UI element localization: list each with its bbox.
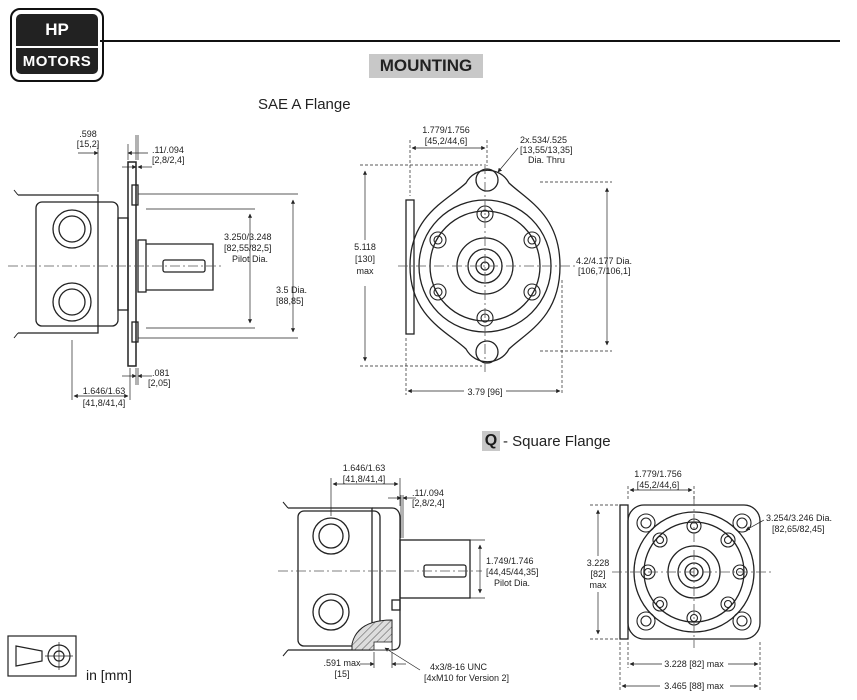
sae-dim-1646-mm: [41,8/41,4] bbox=[83, 398, 126, 408]
sae-dim-35-mm: [88,85] bbox=[276, 296, 304, 306]
sq-dim-3254: 3.254/3.246 Dia. bbox=[766, 513, 832, 523]
sq-dim-3465w: 3.465 [88] max bbox=[664, 681, 724, 691]
units-label: in [mm] bbox=[86, 667, 132, 683]
sae-dim-379: 3.79 [96] bbox=[467, 387, 502, 397]
square-flange-subtitle: - Square Flange bbox=[503, 433, 611, 450]
sq-dim-3228w: 3.228 [82] max bbox=[664, 659, 724, 669]
sq-dim-1646-mm: [41,8/41,4] bbox=[343, 474, 386, 484]
sae-dim-pilot-mm: [82,55/82,5] bbox=[224, 243, 272, 253]
sq-dim-591: .591 max bbox=[323, 658, 361, 668]
sae-dim-5118-max: max bbox=[356, 266, 374, 276]
square-flange-letter: Q bbox=[482, 431, 500, 451]
sae-dim-081: .081 bbox=[152, 368, 170, 378]
sq-dim-3228h: 3.228 bbox=[587, 558, 610, 568]
sq-dim-3228h-mm: [82] bbox=[590, 569, 605, 579]
sae-dim-pilot: 3.250/3.248 bbox=[224, 232, 272, 242]
sq-dim-pilot: 1.749/1.746 bbox=[486, 556, 534, 566]
sae-dim-011-mm: [2,8/2,4] bbox=[152, 155, 185, 165]
sae-dim-081-mm: [2,05] bbox=[148, 378, 171, 388]
sq-dim-1779-mm: [45,2/44,6] bbox=[637, 480, 680, 490]
hp-motors-logo: HP MOTORS bbox=[10, 8, 104, 82]
sae-dim-011: .11/.094 bbox=[152, 145, 184, 155]
sq-dim-pilot-mm: [44,45/44,35] bbox=[486, 567, 539, 577]
sq-dim-011: .11/.094 bbox=[412, 488, 444, 498]
projection-symbol-icon bbox=[7, 635, 77, 677]
sq-dim-011-mm: [2,8/2,4] bbox=[412, 498, 445, 508]
sae-dim-holes: 2x.534/.525 bbox=[520, 135, 567, 145]
sae-dim-598: .598 bbox=[79, 129, 97, 139]
sq-dim-thread-mm: [4xM10 for Version 2] bbox=[424, 673, 509, 683]
sq-dim-3254-mm: [82,65/82,45] bbox=[772, 524, 825, 534]
header-rule bbox=[100, 40, 840, 42]
sae-dim-1779: 1.779/1.756 bbox=[422, 125, 470, 135]
logo-line-1: HP bbox=[16, 14, 98, 46]
logo-line-2: MOTORS bbox=[16, 48, 98, 74]
sq-dim-591-mm: [15] bbox=[334, 669, 349, 679]
sq-dim-3228h-max: max bbox=[589, 580, 607, 590]
sae-dim-5118: 5.118 bbox=[354, 242, 376, 252]
sae-dim-42-mm: [106,7/106,1] bbox=[578, 266, 631, 276]
sq-dim-thread: 4x3/8-16 UNC bbox=[430, 662, 488, 672]
sq-dim-1646: 1.646/1.63 bbox=[343, 463, 386, 473]
sae-dim-35: 3.5 Dia. bbox=[276, 285, 307, 295]
sae-dim-holes-mm: [13,55/13,35] bbox=[520, 145, 573, 155]
sae-dim-pilot-label: Pilot Dia. bbox=[232, 254, 268, 264]
sae-dim-5118-mm: [130] bbox=[355, 254, 375, 264]
sae-dim-1779-mm: [45,2/44,6] bbox=[425, 136, 468, 146]
sae-side-view bbox=[13, 161, 214, 367]
sae-dim-1646: 1.646/1.63 bbox=[83, 386, 126, 396]
sae-dim-598-mm: [15,2] bbox=[77, 139, 100, 149]
sq-dim-pilot-label: Pilot Dia. bbox=[494, 578, 530, 588]
sq-dim-1779: 1.779/1.756 bbox=[634, 469, 682, 479]
sae-dim-holes-label: Dia. Thru bbox=[528, 155, 565, 165]
sae-flange-subtitle: SAE A Flange bbox=[258, 96, 351, 113]
page-title: MOUNTING bbox=[369, 54, 483, 78]
sae-dim-42: 4.2/4.177 Dia. bbox=[576, 256, 632, 266]
